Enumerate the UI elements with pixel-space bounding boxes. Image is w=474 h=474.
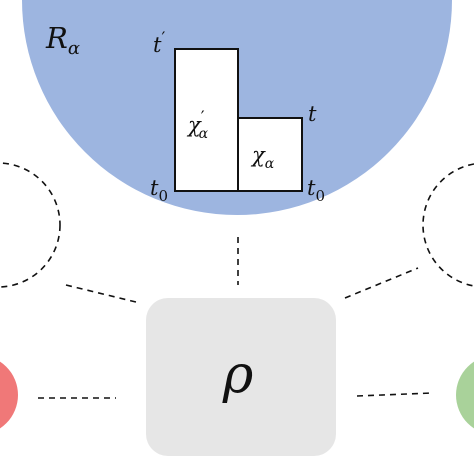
node-red-left: [0, 361, 18, 429]
bar-chi-alpha: [237, 117, 303, 192]
time-label-t-prime: t′: [153, 29, 165, 57]
bar-chi-prime-alpha: [174, 48, 239, 192]
connector-right-node-center: [356, 392, 433, 397]
center-node-rho: [146, 298, 336, 456]
dashed-node-left: [0, 162, 61, 288]
bar-tall-label: χ′α: [186, 108, 209, 142]
time-label-t: t: [308, 102, 317, 126]
region-label: Rα: [45, 21, 80, 59]
bar-short-label: χα: [250, 143, 275, 172]
time-label-t0-left: t0: [150, 176, 168, 205]
connector-left-circle-center: [65, 284, 141, 304]
connector-right-circle-center: [344, 267, 419, 299]
center-node-label: ρ: [222, 345, 254, 405]
time-label-t0-right: t0: [307, 176, 325, 205]
node-green-right: [456, 361, 474, 429]
dashed-node-right: [422, 163, 474, 287]
